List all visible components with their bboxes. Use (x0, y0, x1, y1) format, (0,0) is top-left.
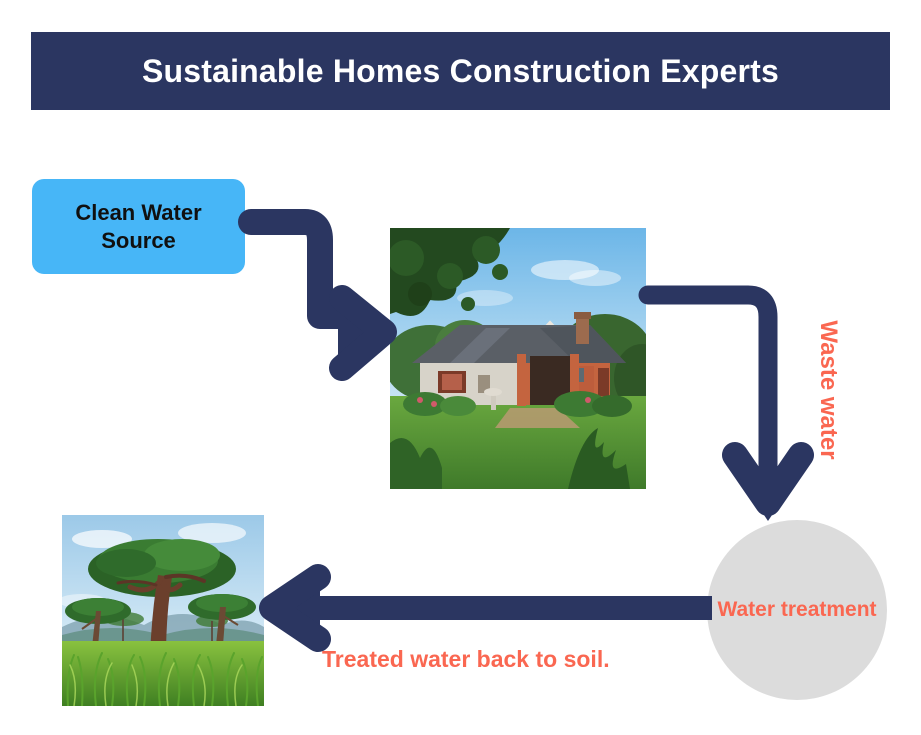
connector-source-to-house (238, 209, 397, 381)
node-soil-image (62, 515, 264, 706)
savanna-illustration (62, 515, 264, 706)
node-clean-water-source[interactable]: Clean Water Source (32, 179, 245, 274)
connector-label-treated-water: Treated water back to soil. (322, 646, 610, 672)
node-house-image (390, 228, 646, 489)
connector-treatment-to-soil (259, 564, 712, 652)
node-clean-water-source-label: Clean Water Source (75, 200, 202, 253)
connector-house-to-treatment (638, 285, 814, 521)
node-water-treatment[interactable]: Water treatment (707, 520, 887, 700)
connector-label-waste-water: Waste water (815, 320, 842, 460)
page-title-banner: Sustainable Homes Construction Experts (31, 32, 890, 110)
house-illustration (390, 228, 646, 489)
node-water-treatment-label: Water treatment (717, 598, 877, 622)
page-title: Sustainable Homes Construction Experts (141, 52, 780, 89)
